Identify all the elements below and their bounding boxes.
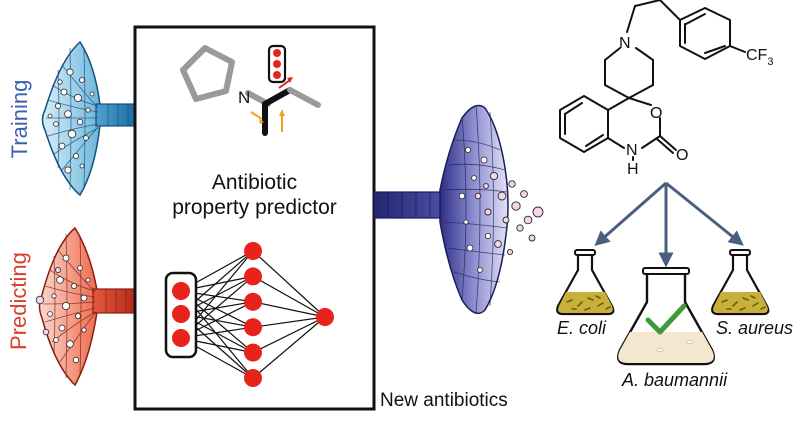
atom-h: H: [627, 161, 639, 178]
nn-hidden-node: [244, 343, 262, 362]
atom-cf3: CF3: [746, 47, 773, 68]
atom-o-ring: O: [650, 105, 662, 122]
atom-n-pyrrolidine: N: [238, 88, 250, 107]
predictor-title-line2: property predictor: [172, 196, 337, 219]
atom-nh: N: [626, 142, 638, 159]
s-aureus-label: S. aureus: [716, 318, 794, 338]
nn-edge-output: [252, 275, 326, 318]
neural-network: [164, 242, 334, 387]
nn-hidden-node: [244, 292, 262, 311]
atom-o-carbonyl: O: [676, 147, 688, 164]
nn-edge-output: [252, 250, 326, 318]
nn-input-node: [172, 329, 190, 347]
nn-hidden-node: [244, 369, 262, 387]
chemical-structure: [559, 0, 746, 161]
output-funnel: [373, 104, 544, 315]
pyrrolidine-molecule: [180, 45, 321, 136]
predicting-label: Predicting: [6, 252, 31, 350]
flask-a-baumannii: [617, 267, 715, 366]
output-pink-particles: [474, 171, 544, 256]
nn-input-node: [172, 305, 190, 323]
nn-hidden-node: [244, 318, 262, 337]
nn-edge-output: [252, 301, 326, 318]
nn-edge-output: [252, 316, 326, 328]
check-icon: [645, 303, 687, 335]
predictor-title-line1: Antibiotic: [211, 171, 298, 194]
predicting-particles: [47, 254, 91, 364]
e-coli-label: E. coli: [557, 318, 607, 338]
nn-hidden-node: [244, 242, 262, 260]
predicting-pink-particles: [35, 266, 62, 336]
training-funnel: [41, 40, 149, 197]
nn-hidden-node: [244, 267, 262, 286]
training-label: Training: [7, 79, 32, 159]
output-particles: [458, 146, 491, 273]
atom-n-piperidine: N: [619, 35, 631, 52]
nn-input-node: [172, 282, 190, 300]
flask-e-coli: [556, 249, 615, 316]
new-antibiotics-label: New antibiotics: [380, 390, 508, 411]
a-baumannii-label: A. baumannii: [622, 370, 728, 390]
training-particles: [47, 68, 95, 174]
nn-edge-output: [252, 316, 326, 354]
predicting-funnel: [35, 226, 149, 387]
feature-vector-small: [267, 44, 287, 84]
flask-s-aureus: [711, 249, 770, 316]
test-arrows: [594, 181, 744, 268]
nn-output-node: [316, 308, 334, 326]
nn-edge-output: [252, 316, 326, 379]
